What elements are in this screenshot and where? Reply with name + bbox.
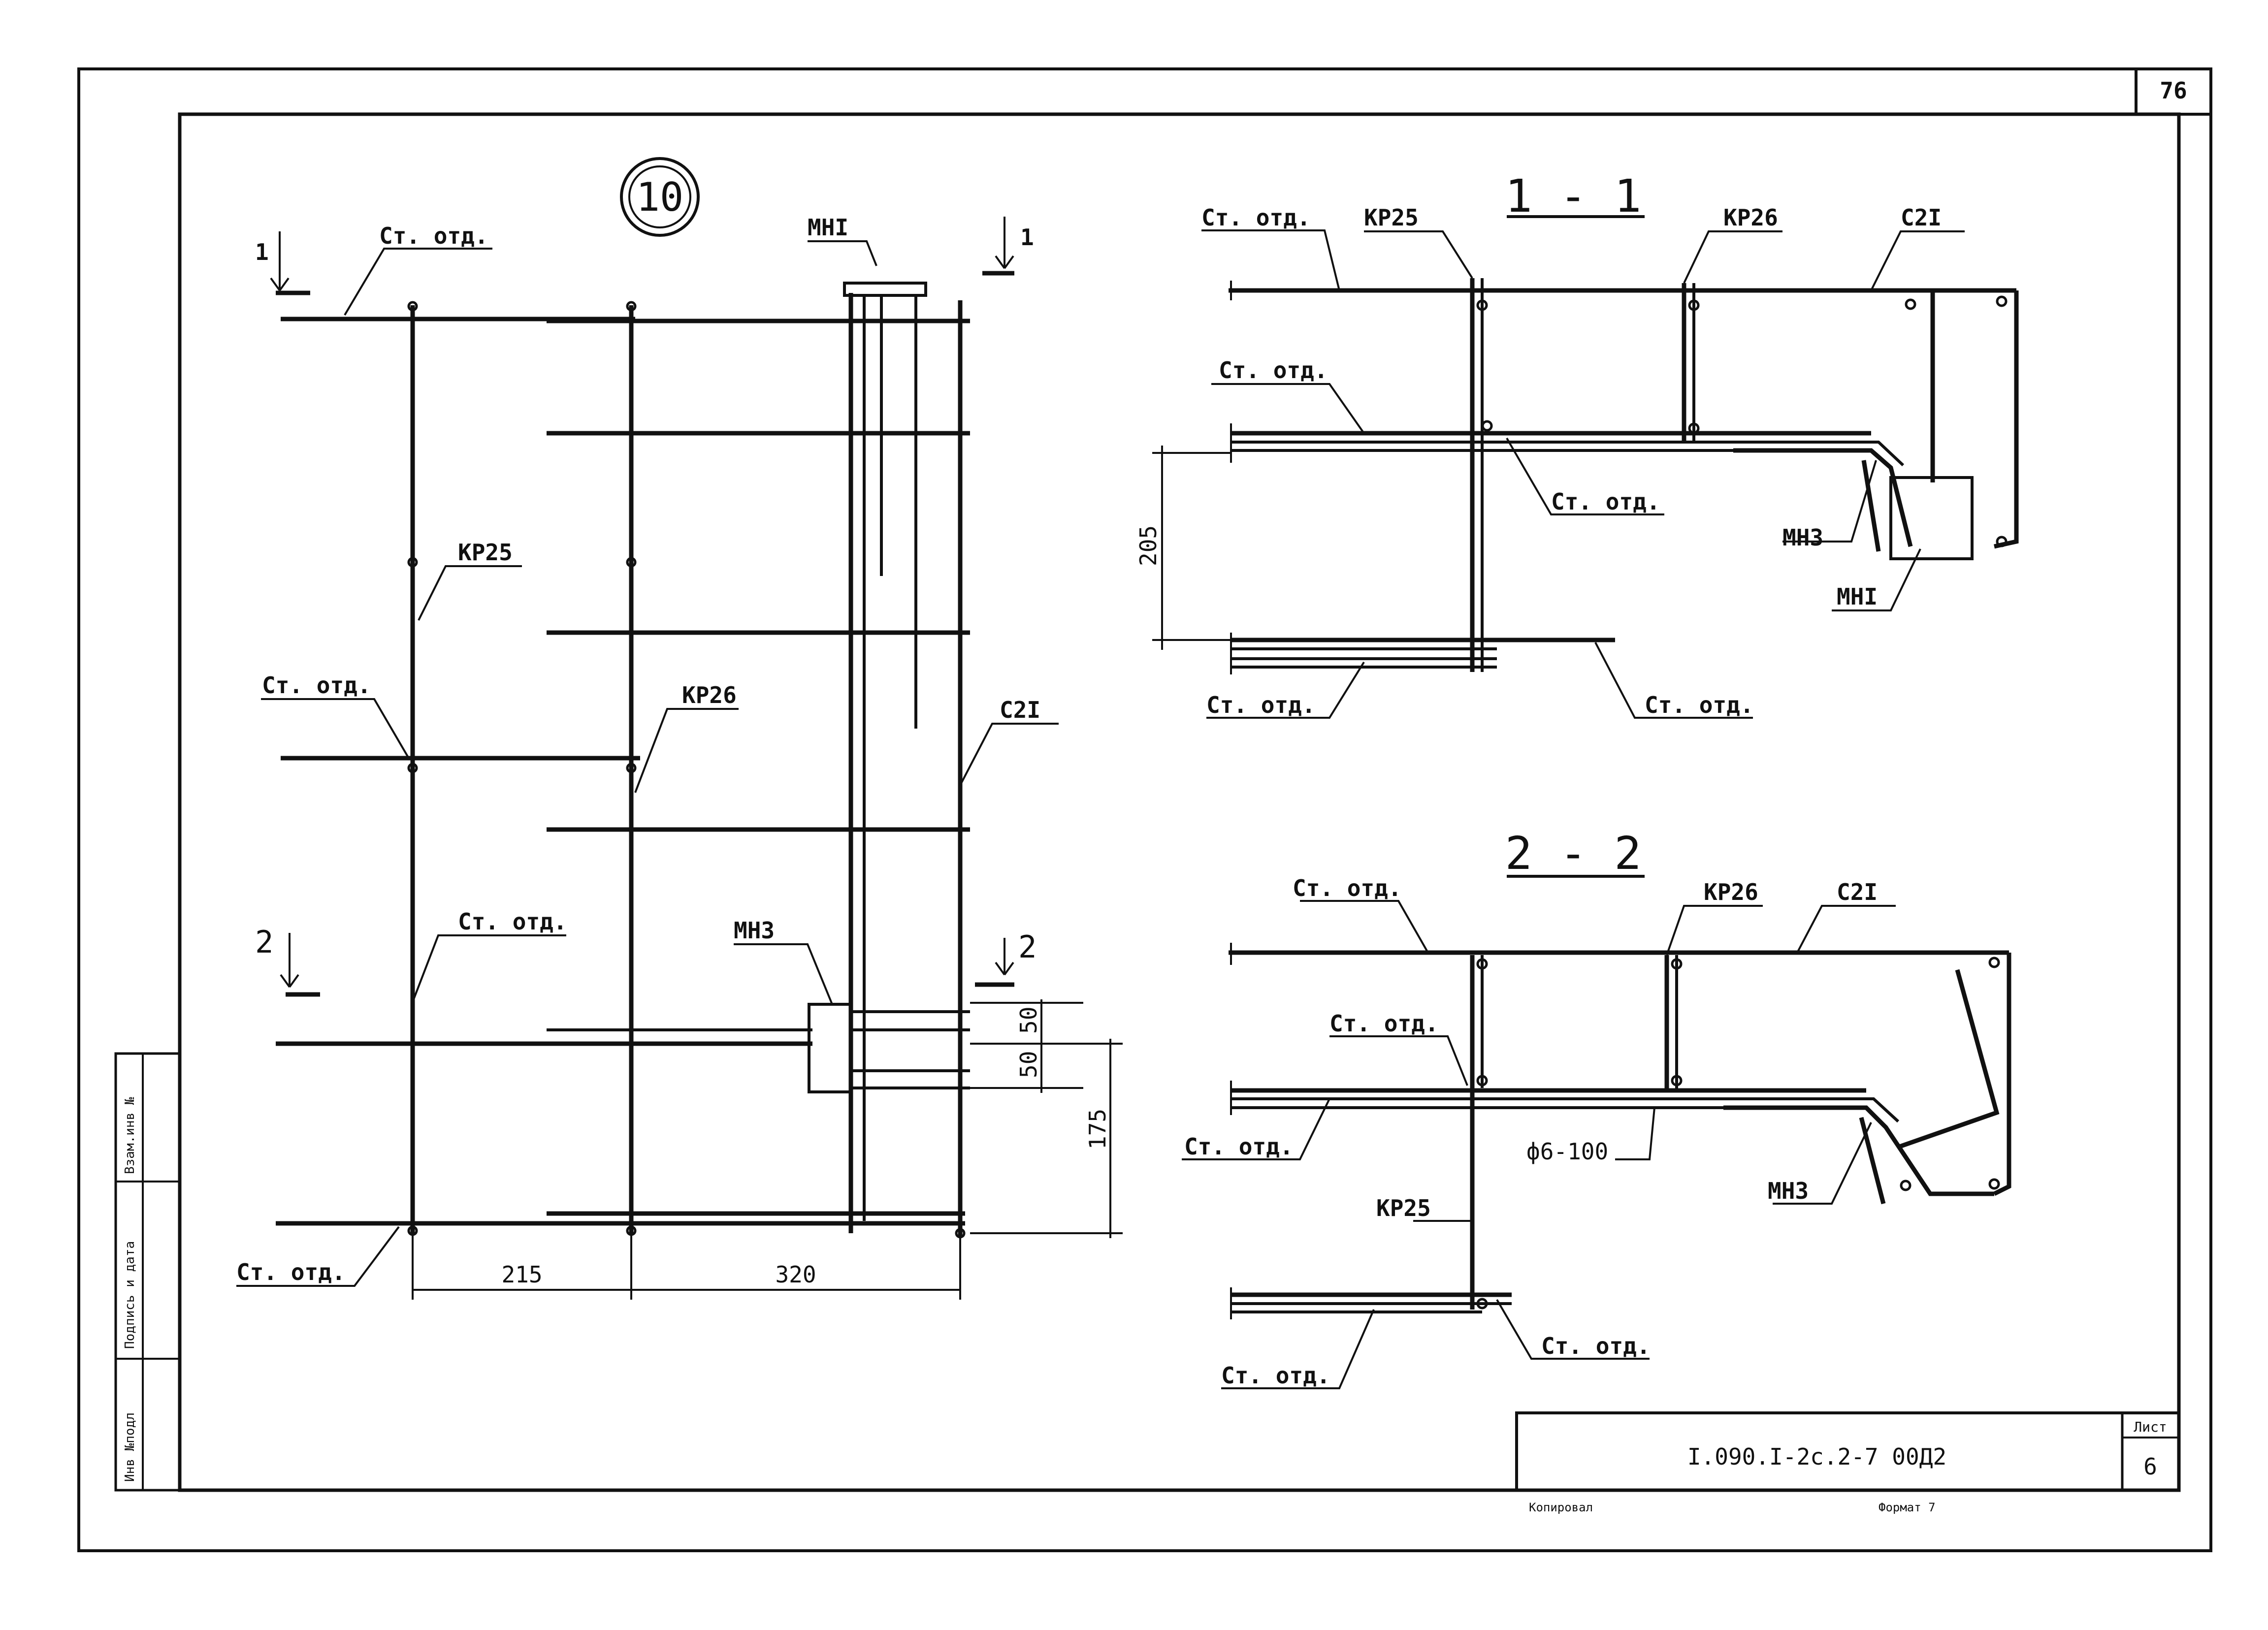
list-number: 6 xyxy=(2143,1453,2157,1480)
s2-label-spacing: ф6-100 xyxy=(1526,1138,1608,1165)
list-label: Лист xyxy=(2134,1419,2167,1435)
detail-number-circle xyxy=(620,157,700,237)
s2-label-st-otd-4: Ст. отд. xyxy=(1221,1362,1330,1389)
section-2-view xyxy=(1182,875,2011,1389)
label-st-otd-low: Ст. отд. xyxy=(458,908,567,935)
section-1-view xyxy=(1152,215,2019,719)
label-st-otd-top: Ст. отд. xyxy=(379,223,488,249)
s2-label-st-otd-1: Ст. отд. xyxy=(1293,875,1402,901)
stamp-vzam: Взам.инв № xyxy=(123,1097,137,1174)
s2-label-kr26: КР26 xyxy=(1704,879,1758,905)
page-number: 76 xyxy=(2160,77,2187,104)
label-mn3: МНЗ xyxy=(734,917,775,944)
label-kr25: КР25 xyxy=(458,539,513,566)
dim-50a: 50 xyxy=(1015,1007,1042,1034)
sheet-frame xyxy=(77,67,2212,1552)
s2-label-kr25: КР25 xyxy=(1376,1195,1431,1221)
label-mn1: МНI xyxy=(808,214,848,241)
s1-label-st-otd-1: Ст. отд. xyxy=(1201,204,1311,231)
main-view xyxy=(236,217,1123,1300)
s1-label-st-otd-4: Ст. отд. xyxy=(1206,692,1316,718)
cut-2-right: 2 xyxy=(1018,929,1037,965)
s1-label-st-otd-3: Ст. отд. xyxy=(1551,488,1660,515)
s1-label-st-otd-2: Ст. отд. xyxy=(1219,357,1328,384)
format-label: Формат 7 xyxy=(1879,1501,1936,1514)
s1-label-st-otd-5: Ст. отд. xyxy=(1645,692,1754,718)
detail-number: 10 xyxy=(636,174,683,220)
cut-1-left: 1 xyxy=(255,239,269,265)
s2-label-st-otd-3: Ст. отд. xyxy=(1184,1133,1294,1160)
title-block xyxy=(1515,1411,2180,1492)
s2-label-c21: С2I xyxy=(1837,879,1878,905)
dim-320: 320 xyxy=(775,1261,816,1288)
cut-1-right: 1 xyxy=(1020,224,1034,251)
section-2-title: 2 - 2 xyxy=(1505,827,1642,880)
s1-label-mn1: МНI xyxy=(1837,583,1878,610)
copied-label: Копировал xyxy=(1529,1501,1593,1514)
drawing-code: I.090.I-2c.2-7 00Д2 xyxy=(1687,1443,1946,1470)
s1-label-kr26: КР26 xyxy=(1723,204,1778,231)
dim-50b: 50 xyxy=(1015,1051,1042,1078)
s1-label-kr25: КР25 xyxy=(1364,204,1419,231)
section-1-title: 1 - 1 xyxy=(1505,170,1642,223)
s2-label-mn3: МНЗ xyxy=(1768,1178,1809,1204)
label-st-otd-mid: Ст. отд. xyxy=(262,672,371,699)
stamp-inv-podl: Инв №подл xyxy=(123,1412,137,1482)
dim-215: 215 xyxy=(501,1261,542,1288)
stamp-podpis: Подпись и дата xyxy=(123,1241,137,1349)
cut-2-left: 2 xyxy=(255,924,273,960)
s1-label-mn3: МНЗ xyxy=(1782,524,1823,551)
label-c21: С2I xyxy=(1000,697,1040,723)
s2-label-st-otd-2: Ст. отд. xyxy=(1329,1010,1439,1037)
label-kr26: КР26 xyxy=(682,682,737,708)
s1-dim-205: 205 xyxy=(1135,525,1162,566)
dim-175: 175 xyxy=(1084,1109,1111,1150)
s1-label-c21: С2I xyxy=(1901,204,1942,231)
label-st-otd-bottom: Ст. отд. xyxy=(236,1259,346,1285)
side-stamp xyxy=(114,1052,181,1492)
s2-label-st-otd-5: Ст. отд. xyxy=(1541,1333,1651,1359)
